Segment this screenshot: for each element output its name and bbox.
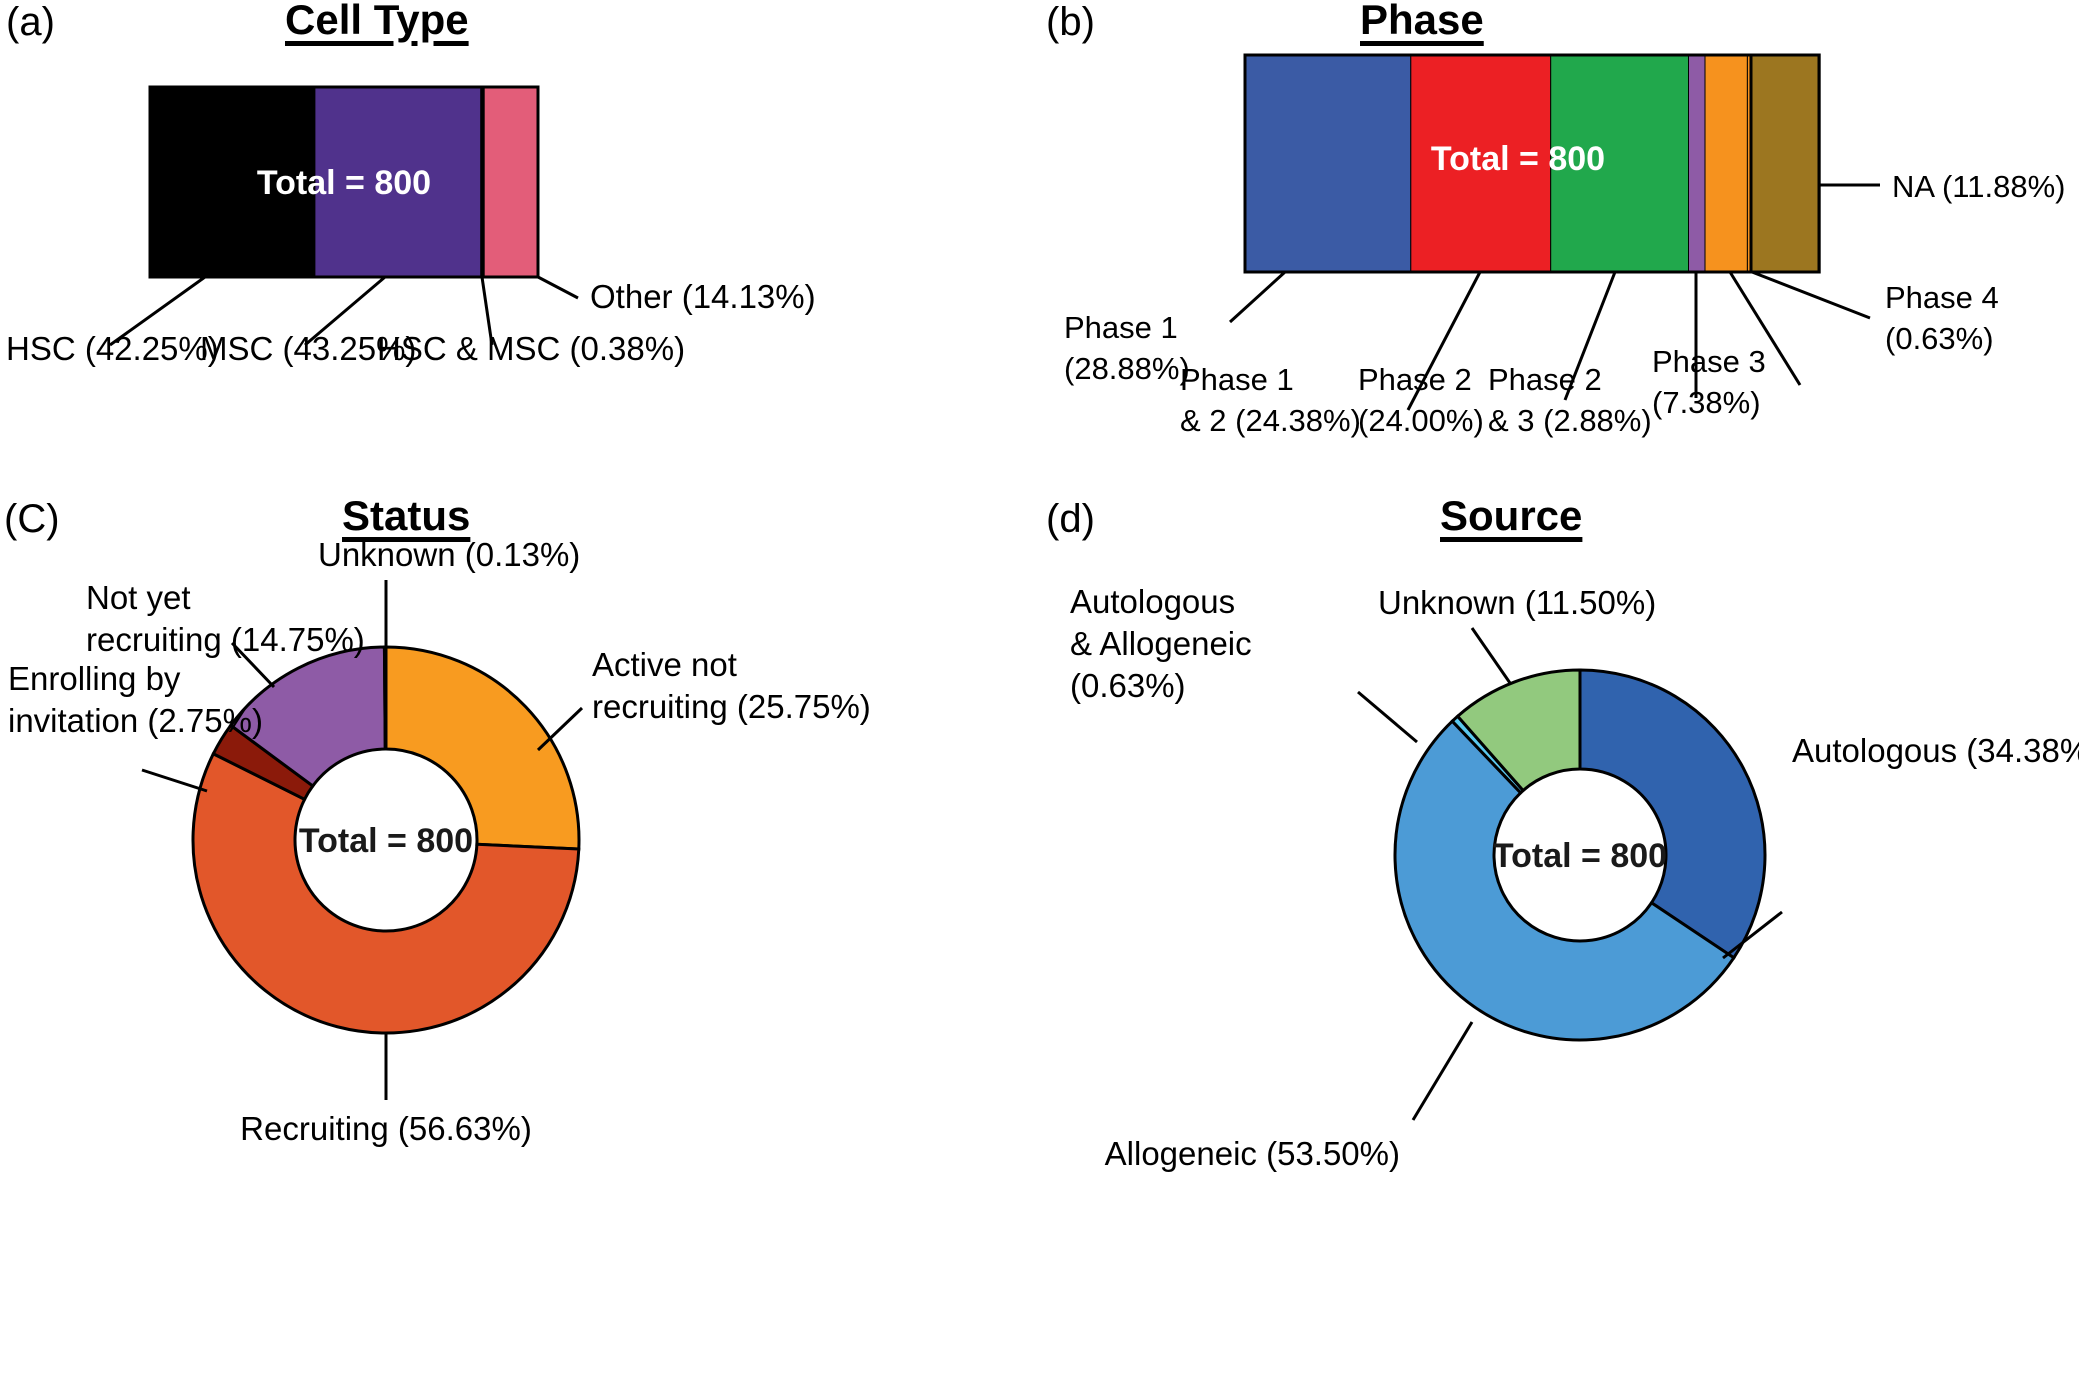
label-phase-2-and-3-line2: & 3 (2.88%) [1488,403,1652,438]
panel-phase: (b) Phase Total = 800 Phase 1 (28.88%) [1040,0,2079,500]
leader-line-hsc-and-msc [480,276,494,346]
label-phase-1-line2: (28.88%) [1064,351,1190,386]
panel-letter-c: (C) [4,497,60,541]
panel-title-cell-type: Cell Type [285,0,469,43]
label-not-yet-recruiting: Not yet recruiting (14.75%) [86,579,365,658]
donut-slice-active-not-recruiting [384,645,581,851]
label-enrolling-by-invitation: Enrolling by invitation (2.75%) [8,660,263,739]
total-label-phase: Total = 800 [1431,140,1605,178]
label-phase-2: Phase 2 (24.00%) [1358,362,1484,438]
label-enrolling-by-invitation-line2: invitation (2.75%) [8,702,263,739]
label-phase-2-line2: (24.00%) [1358,403,1484,438]
label-phase-1-line1: Phase 1 [1064,310,1178,345]
total-label-source: Total = 800 [1493,837,1667,875]
chart-cell-type: Total = 800 HSC (42.25%) MSC (43.25%) HS… [6,85,816,367]
leader-line-allogeneic [1411,1021,1474,1121]
label-phase-2-and-3-line1: Phase 2 [1488,362,1602,397]
panel-status: (C) Status Total = 800 Unknown (0.13%) N… [0,480,1040,1388]
label-unknown: Unknown (0.13%) [318,536,580,573]
label-autologous: Autologous (34.38%) [1792,732,2079,769]
leader-line-phase-1 [1228,270,1287,324]
label-other: Other (14.13%) [590,278,816,315]
panel-letter-b: (b) [1046,0,1095,44]
label-active-not-recruiting-line2: recruiting (25.75%) [592,688,871,725]
label-msc: MSC (43.25%) [200,330,416,367]
donut-slice-autologous [1578,668,1767,960]
donut-slice-not-yet-recruiting [228,645,387,789]
label-phase-3-line2: (7.38%) [1652,385,1761,420]
label-phase-2-line1: Phase 2 [1358,362,1472,397]
stacked-bar-phase [1243,53,1821,274]
label-active-not-recruiting-line1: Active not [592,646,737,683]
donut-source [1393,668,1767,1042]
total-label-status: Total = 800 [299,822,473,860]
label-na: NA (11.88%) [1892,169,2065,204]
panel-title-phase: Phase [1360,0,1484,43]
bar-segment-na [1749,53,1821,274]
bar-segment-phase-3 [1704,54,1748,273]
donut-slice-allogeneic [1393,719,1736,1042]
leader-line-msc [304,275,386,347]
label-unknown: Unknown (11.50%) [1378,584,1656,621]
label-autologous-and-allogeneic: Autologous & Allogeneic (0.63%) [1070,583,1261,704]
bar-outline [148,85,540,279]
label-phase-1: Phase 1 (28.88%) [1064,310,1190,386]
label-not-yet-recruiting-line1: Not yet [86,579,191,616]
stacked-bar-cell-type [148,85,540,279]
leader-line-phase-2 [1563,271,1617,401]
bar-segment-msc [312,85,484,279]
label-phase-4-line2: (0.63%) [1885,321,1994,356]
leader-line-hsc [109,275,206,347]
bar-segment-phase-2-and-3 [1688,54,1706,273]
leader-line-other [537,275,579,300]
donut-status [191,645,581,1035]
leader-line-autologous [1722,910,1783,960]
leader-line-phase-3 [1728,271,1802,386]
leader-line-phase-4 [1751,270,1871,320]
label-not-yet-recruiting-line2: recruiting (14.75%) [86,621,365,658]
label-phase-1-and-2-line1: Phase 1 [1180,362,1294,397]
chart-source: Total = 800 Unknown (11.50%) Autologous … [1070,583,2079,1172]
bar-outline [1243,53,1821,274]
chart-phase: Total = 800 Phase 1 (28.88%) Phase 1 & 2… [1064,53,2065,438]
panel-letter-d: (d) [1046,497,1095,541]
panel-source: (d) Source Total = 800 Unknown (11.50%) … [1040,480,2079,1388]
leader-line-active-not-recruiting [536,706,584,752]
label-autologous-and-allogeneic-line2: & Allogeneic [1070,625,1252,662]
donut-slice-recruiting [191,751,581,1035]
panel-letter-a: (a) [6,0,55,44]
label-active-not-recruiting: Active not recruiting (25.75%) [592,646,871,725]
panel-title-status: Status [342,492,471,539]
label-phase-3: Phase 3 (7.38%) [1652,344,1774,420]
panel-cell-type: (a) Cell Type Total = 800 HSC (42.25%) M… [0,0,1040,500]
total-label-cell-type: Total = 800 [257,164,431,202]
label-phase-2-and-3: Phase 2 & 3 (2.88%) [1488,362,1652,438]
label-autologous-and-allogeneic-line1: Autologous [1070,583,1235,620]
leader-line-enrolling-by-invitation [141,768,208,793]
label-recruiting: Recruiting (56.63%) [240,1110,532,1147]
leader-line-phase-1-and-2 [1406,271,1482,411]
bar-segment-hsc [148,85,316,279]
label-phase-1-and-2-line2: & 2 (24.38%) [1180,403,1361,438]
label-enrolling-by-invitation-line1: Enrolling by [8,660,181,697]
label-phase-1-and-2: Phase 1 & 2 (24.38%) [1180,362,1361,438]
panel-title-source: Source [1440,492,1583,539]
label-allogeneic: Allogeneic (53.50%) [1105,1135,1400,1172]
label-phase-4: Phase 4 (0.63%) [1885,280,2007,356]
bar-segment-phase-2 [1550,54,1690,273]
label-hsc: HSC (42.25%) [6,330,219,367]
chart-status: Total = 800 Unknown (0.13%) Not yet recr… [8,536,871,1147]
label-phase-3-line1: Phase 3 [1652,344,1766,379]
label-autologous-and-allogeneic-line3: (0.63%) [1070,667,1186,704]
label-phase-4-line1: Phase 4 [1885,280,1999,315]
label-hsc-and-msc: HSC & MSC (0.38%) [377,330,685,367]
donut-slice-unknown [382,645,388,751]
leader-line-unknown [1470,627,1512,684]
bar-segment-other [481,85,540,279]
donut-slice-unknown [1455,668,1582,793]
leader-line-not-yet-recruiting [230,641,276,689]
leader-line-autologous-and-allogeneic [1357,690,1418,744]
bar-segment-phase-1 [1244,54,1412,273]
